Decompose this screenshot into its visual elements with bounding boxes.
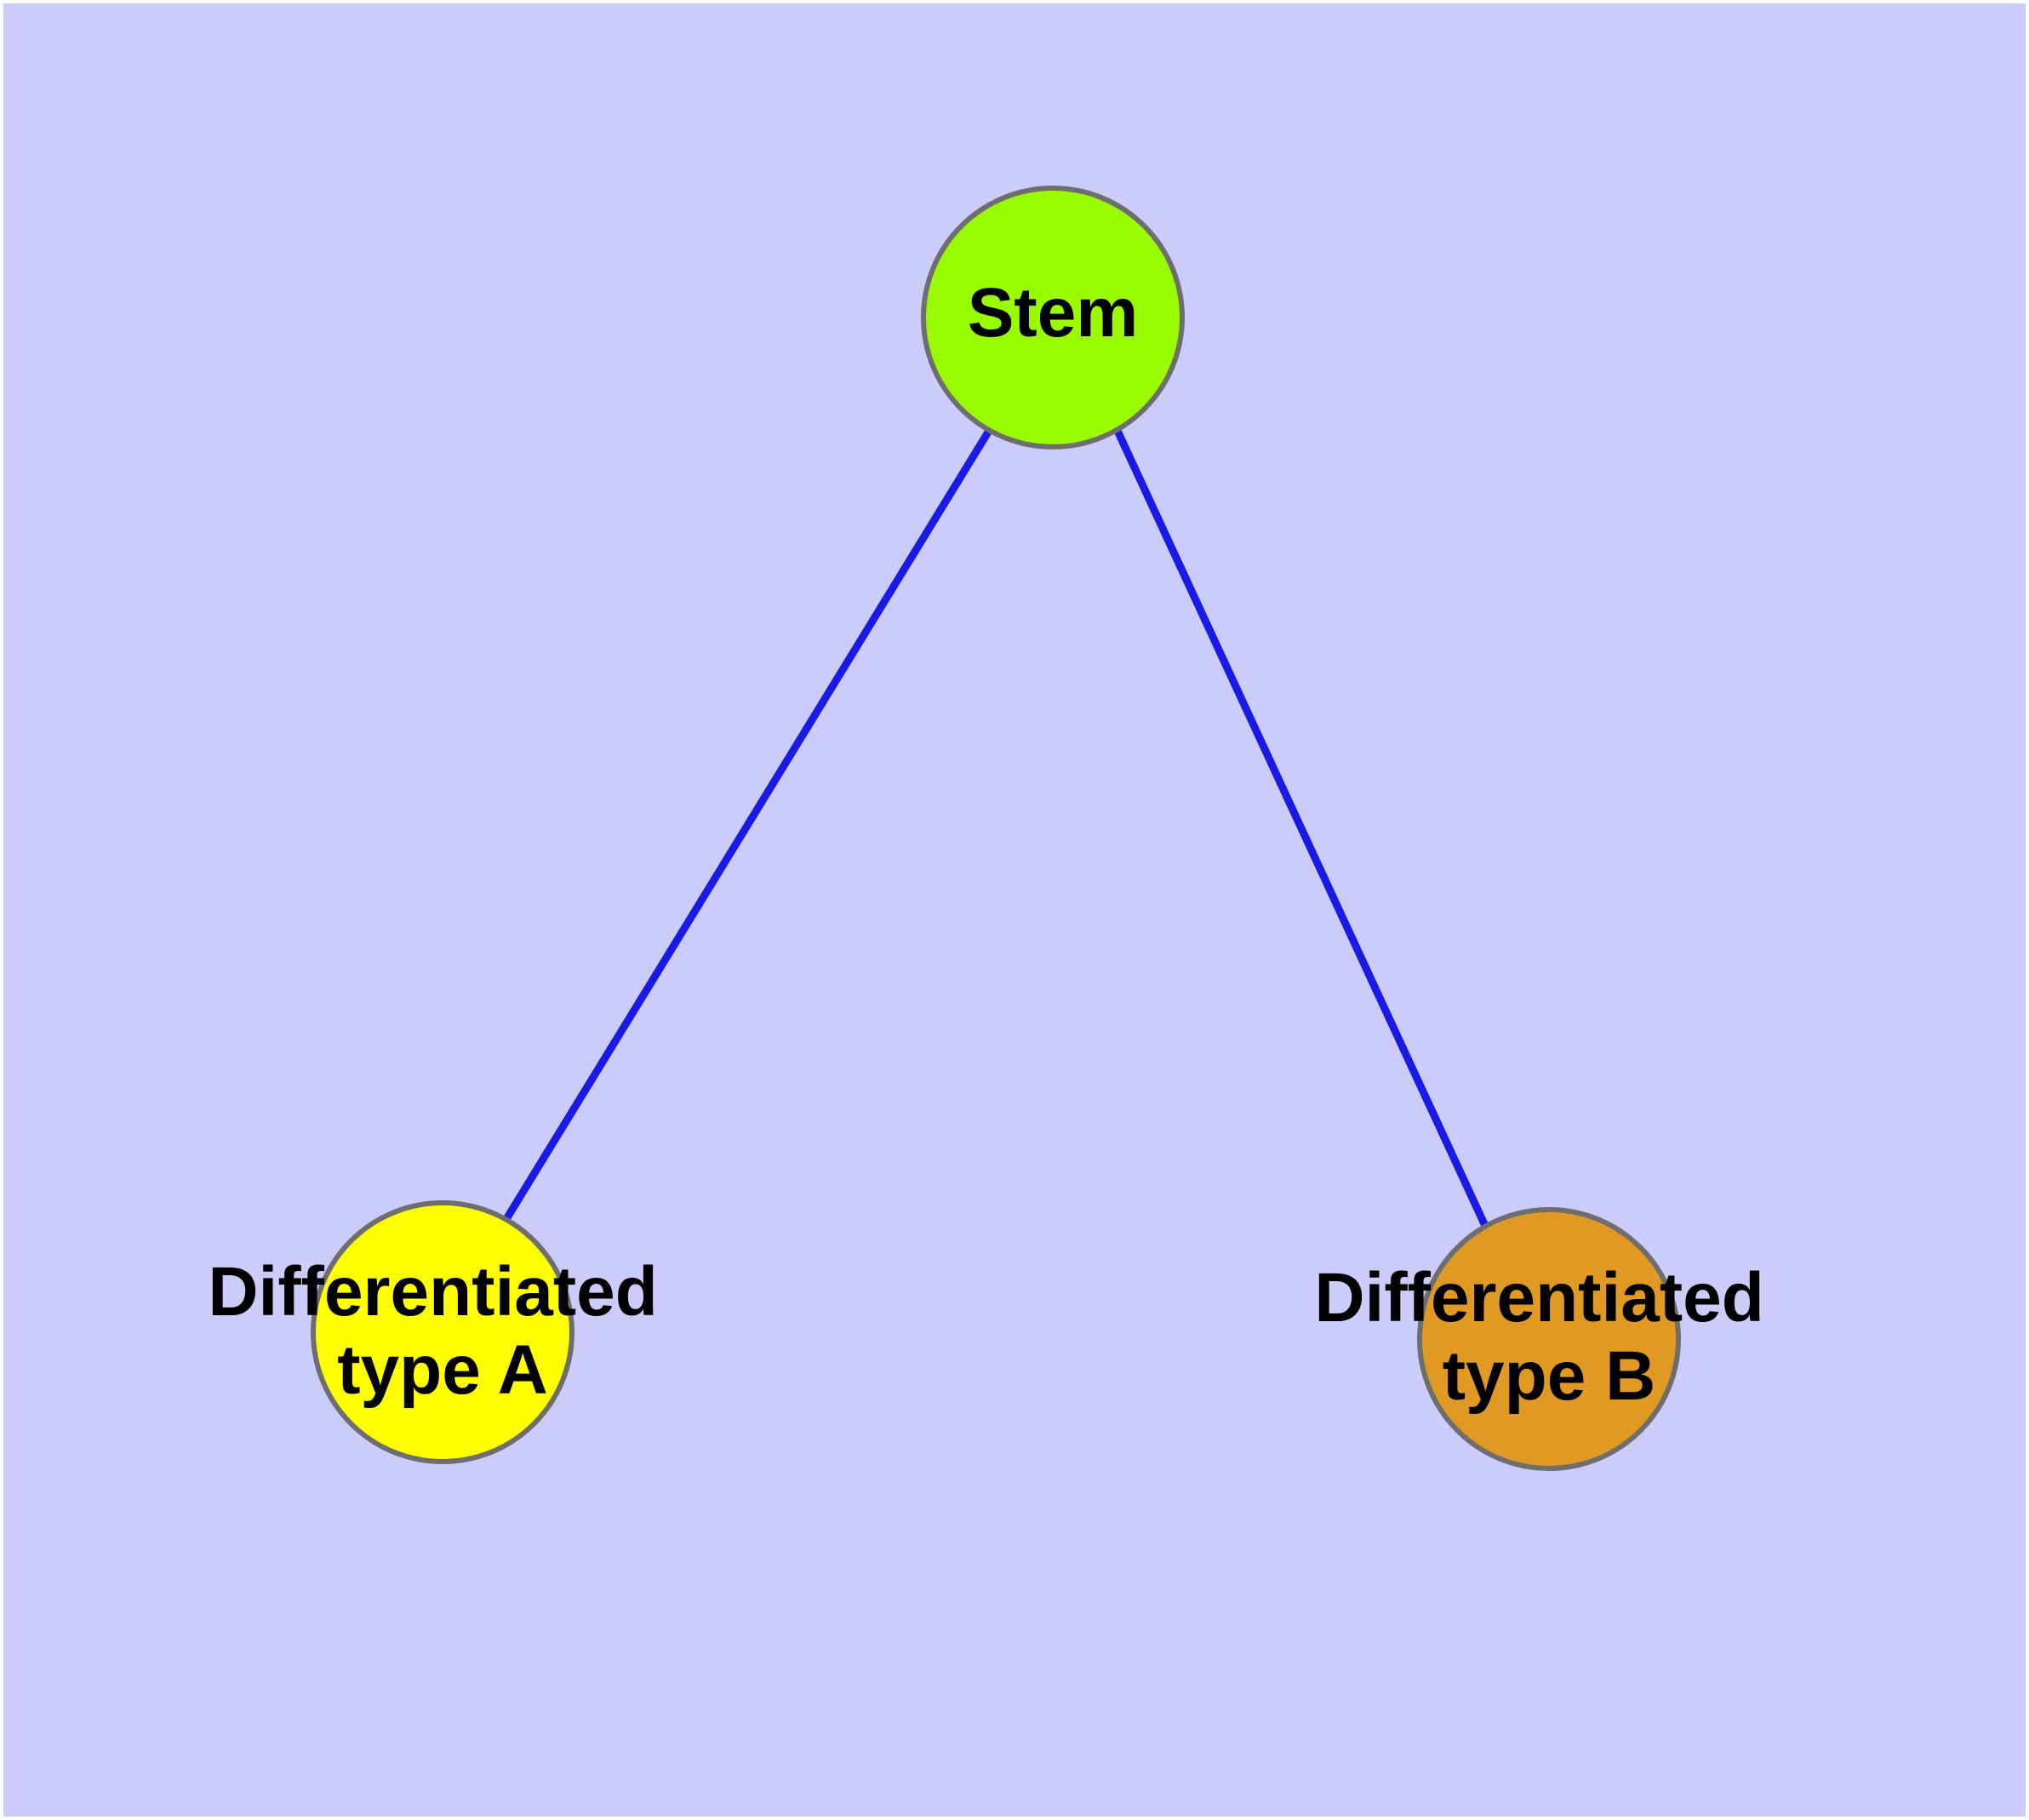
edge-stem-to-differentiated-type-a[interactable] xyxy=(503,428,992,1222)
node-differentiated-type-a-label: Differentiated type A xyxy=(208,1253,677,1409)
node-differentiated-type-b-label: Differentiated type B xyxy=(1314,1259,1783,1415)
node-differentiated-type-a[interactable]: Differentiated type A xyxy=(208,1200,677,1464)
edge-layer xyxy=(503,428,1489,1228)
node-stem-label: Stem xyxy=(968,274,1139,352)
node-stem[interactable]: Stem xyxy=(921,186,1185,449)
node-stem-circle[interactable] xyxy=(921,186,1185,449)
edge-stem-to-differentiated-type-b[interactable] xyxy=(1113,429,1489,1228)
node-differentiated-type-b-circle[interactable] xyxy=(1417,1207,1681,1471)
node-differentiated-type-a-circle[interactable] xyxy=(311,1200,574,1464)
node-differentiated-type-b[interactable]: Differentiated type B xyxy=(1314,1207,1783,1471)
